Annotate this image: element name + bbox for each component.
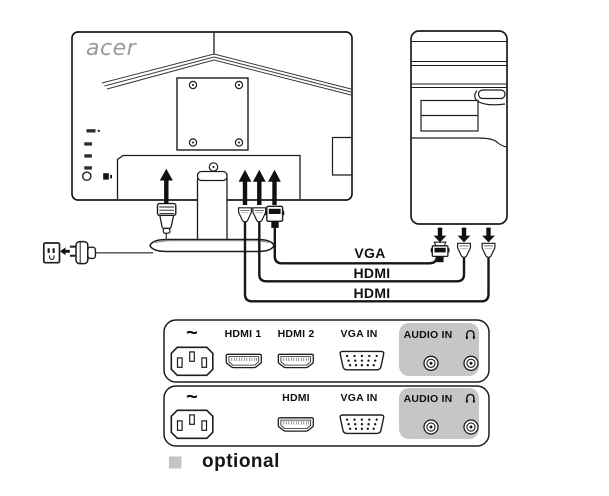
vga-cable [273, 227, 439, 265]
vga-cable-label: VGA [354, 245, 386, 261]
headphone-jack-icon [463, 355, 479, 371]
hdmi-cable-label-1: HDMI [353, 265, 391, 281]
audio-section-optional [399, 388, 479, 439]
hdmi-label: HDMI [282, 392, 310, 404]
hdmi2-port-icon [277, 353, 314, 369]
power-connector [156, 202, 177, 234]
vga-port-icon [339, 350, 385, 371]
audio-in-label: AUDIO IN [403, 329, 453, 341]
stand-base [149, 238, 275, 253]
pc-hdmi-connector-icon [481, 242, 496, 258]
side-port-recess [331, 136, 352, 176]
audio-in-jack-icon [423, 355, 439, 371]
ac-power-symbol: ~ [186, 322, 198, 344]
headphone-jack-icon [463, 419, 479, 435]
monitor-stand [196, 162, 228, 241]
rear-panel-1 [163, 319, 490, 383]
hdmi-connector-icon [238, 207, 252, 223]
hdmi-cable-2 [243, 221, 490, 303]
vga-port-icon [339, 414, 385, 435]
monitor-back [71, 31, 353, 201]
vga-in-label: VGA IN [340, 392, 378, 404]
arrow-left-icon [60, 247, 70, 256]
hdmi-cable-1 [258, 221, 466, 283]
drive-door-handle [477, 89, 506, 100]
back-ridge-lines [101, 53, 352, 96]
connector-recess-panel [116, 154, 301, 199]
rear-panel-2 [163, 385, 490, 447]
ac-power-symbol: ~ [186, 386, 198, 408]
up-arrow-icon [159, 168, 173, 204]
pc-vga-connector-icon [430, 241, 450, 263]
audio-in-jack-icon [423, 419, 439, 435]
pc-tower [410, 30, 508, 225]
vesa-mount-plate [176, 77, 249, 151]
power-inlet-icon [170, 409, 214, 440]
hdmi-cable-label-2: HDMI [353, 285, 391, 301]
kensington-lock-icon [103, 173, 112, 180]
down-arrow-icon [433, 227, 495, 243]
audio-in-label: AUDIO IN [403, 393, 453, 405]
optional-legend-label: optional [202, 451, 280, 472]
signal-cables [243, 221, 490, 303]
vesa-screw-icon [188, 80, 244, 147]
up-arrow-icon [238, 169, 281, 205]
power-cord [42, 168, 177, 265]
power-button-icon [81, 171, 92, 182]
hdmi1-port-icon [225, 353, 262, 369]
pc-connectors [430, 227, 496, 263]
power-inlet-icon [170, 346, 214, 377]
vga-in-label: VGA IN [340, 328, 378, 340]
vga-connector-icon [265, 205, 285, 228]
optional-swatch [169, 456, 182, 469]
acer-logo: acer [86, 36, 137, 61]
pc-hdmi-connector-icon [457, 242, 471, 258]
monitor-video-connectors [238, 169, 285, 228]
power-plug [69, 240, 97, 265]
hdmi-connector-icon [252, 207, 267, 223]
control-buttons [84, 129, 101, 170]
wall-outlet-icon [42, 242, 61, 264]
hdmi2-label: HDMI 2 [277, 328, 315, 340]
audio-section-optional [399, 323, 479, 376]
hdmi1-label: HDMI 1 [224, 328, 262, 340]
hdmi-port-icon [277, 417, 314, 432]
